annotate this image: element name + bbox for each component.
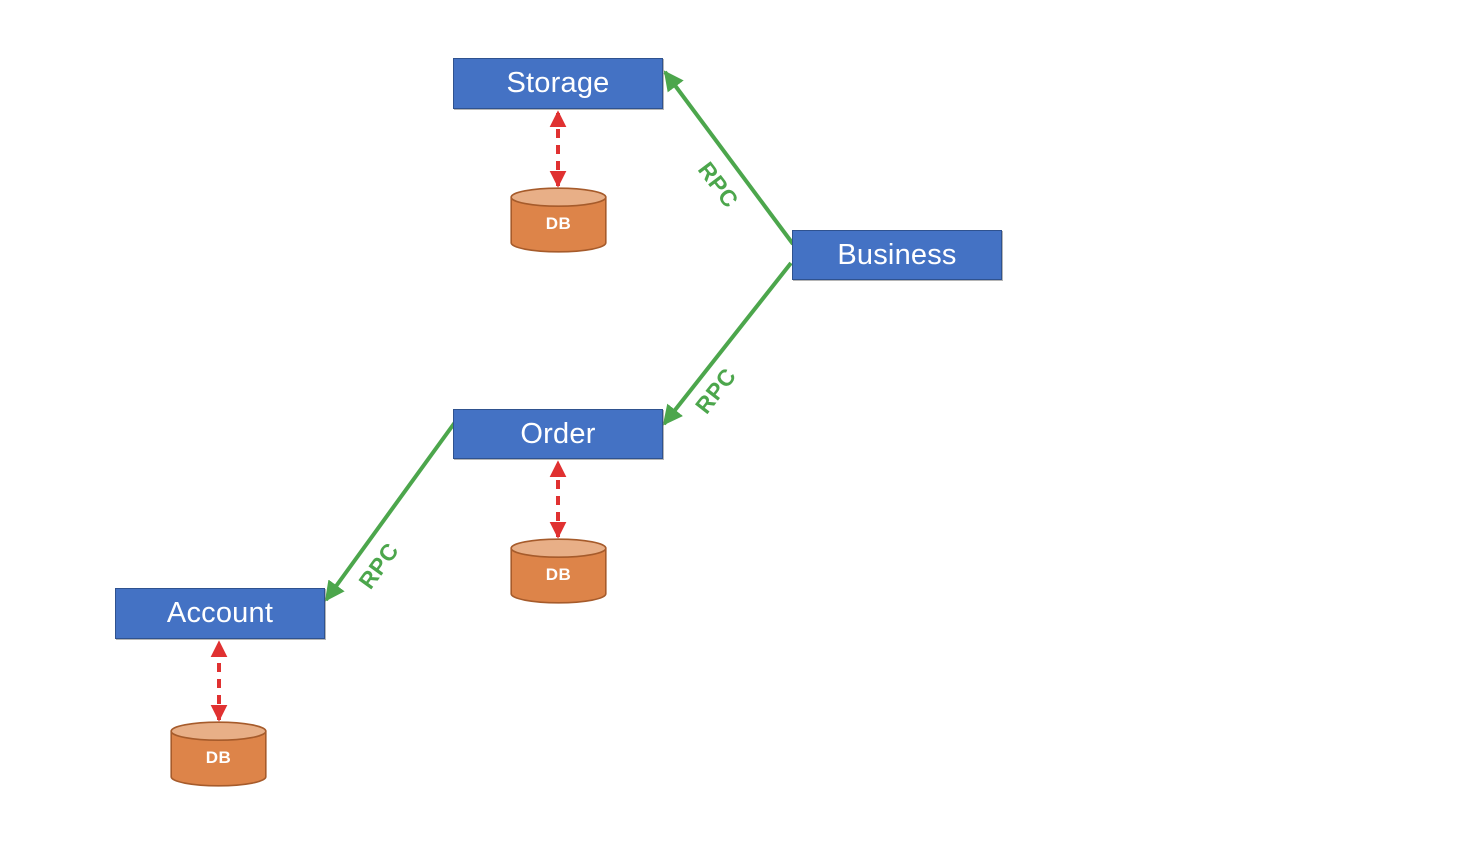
- service-node-account[interactable]: Account: [115, 588, 325, 639]
- database-node-account-db[interactable]: DB: [170, 721, 267, 787]
- database-cylinder-icon: [510, 538, 607, 604]
- database-node-order-db[interactable]: DB: [510, 538, 607, 604]
- service-node-label: Storage: [506, 67, 610, 99]
- service-node-business[interactable]: Business: [792, 230, 1002, 280]
- database-node-storage-db[interactable]: DB: [510, 187, 607, 253]
- rpc-edge-order-to-account: [324, 412, 463, 602]
- database-cylinder-icon: [170, 721, 267, 787]
- rpc-edge-business-to-order: [662, 261, 793, 426]
- service-node-storage[interactable]: Storage: [453, 58, 663, 109]
- db-edge-group: [210, 110, 567, 722]
- rpc-edge-group: [324, 70, 795, 602]
- service-node-label: Business: [837, 238, 957, 271]
- database-cylinder-icon: [510, 187, 607, 253]
- rpc-edge-business-to-storage: [663, 70, 795, 246]
- service-node-label: Account: [166, 597, 274, 629]
- service-node-label: Order: [520, 417, 596, 450]
- service-node-order[interactable]: Order: [453, 409, 663, 459]
